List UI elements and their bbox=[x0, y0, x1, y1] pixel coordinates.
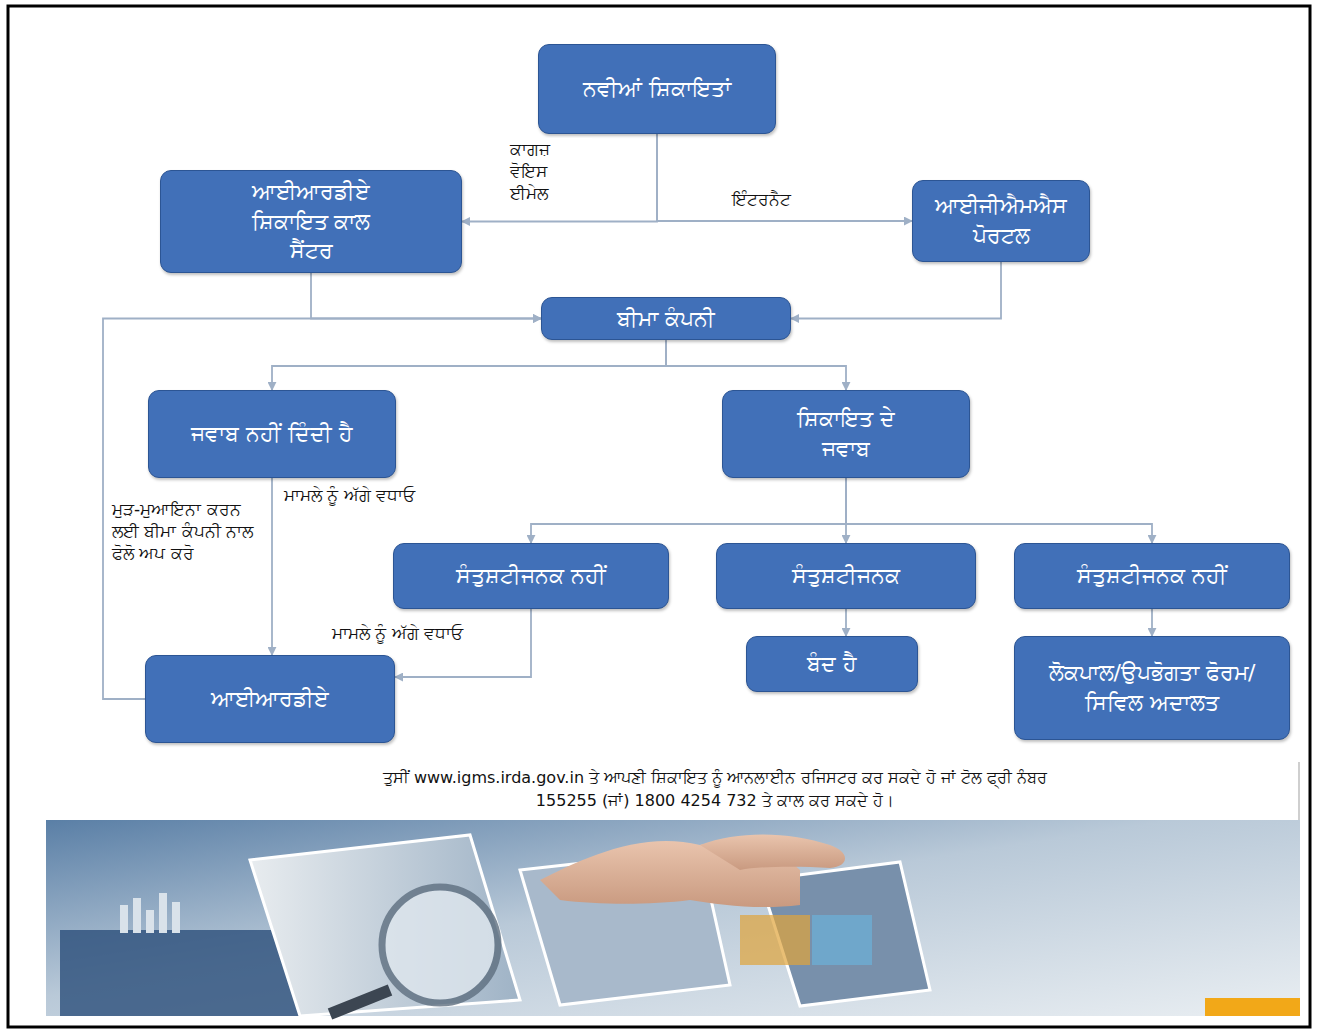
edge-label: ਮਾਮਲੇ ਨੂੰ ਅੱਗੇ ਵਧਾਓ bbox=[330, 622, 465, 644]
flow-connector bbox=[791, 262, 1001, 319]
box-text: ਲੋਕਪਾਲ/ਉਪਭੋਗਤਾ ਫੋਰਮ/ਸਿਵਿਲ ਅਦਾਲਤ bbox=[1027, 658, 1277, 717]
magnifier bbox=[382, 887, 498, 1003]
box-text: ਸੰਤੁਸ਼ਟੀਜਨਕ ਨਹੀਂ bbox=[456, 561, 606, 591]
finger bbox=[700, 834, 845, 870]
rule-line bbox=[1298, 762, 1300, 820]
process-box: ਜਵਾਬ ਨਹੀਂ ਦਿੰਦੀ ਹੈ bbox=[148, 390, 396, 478]
bar-chart bbox=[120, 893, 180, 933]
flow-connector bbox=[666, 340, 846, 390]
box-text: ਸ਼ਿਕਾਇਤ ਦੇ ਜਵਾਬ bbox=[771, 404, 921, 463]
photo-ground bbox=[46, 820, 1300, 1016]
box-text: ਨਵੀਆਂ ਸ਼ਿਕਾਇਤਾਂ bbox=[583, 74, 731, 104]
process-box: ਸੰਤੁਸ਼ਟੀਜਨਕ ਨਹੀਂ bbox=[1014, 543, 1290, 609]
edge-label: ਕਾਗਜ਼ ਵੋਇਸ ਈਮੇਲ bbox=[508, 138, 592, 204]
process-box: ਬੰਦ ਹੈ bbox=[746, 636, 918, 692]
box-text: ਆਈਆਰਡੀਏ ਸ਼ਿਕਾਇਤ ਕਾਲ ਸੈਂਟਰ bbox=[231, 177, 391, 266]
box-text: ਸੰਤੁਸ਼ਟੀਜਨਕ bbox=[792, 561, 900, 591]
box-text: ਬੀਮਾ ਕੰਪਨੀ bbox=[617, 304, 715, 334]
edge-label: ਮਾਮਲੇ ਨੂੰ ਅੱਗੇ ਵਧਾਓ bbox=[282, 484, 417, 506]
photo-chip bbox=[812, 915, 872, 965]
process-box: ਨਵੀਆਂ ਸ਼ਿਕਾਇਤਾਂ bbox=[538, 44, 776, 134]
flow-connector bbox=[846, 478, 1152, 543]
flow-connector bbox=[272, 340, 666, 390]
flow-connector bbox=[845, 609, 847, 636]
flow-connector bbox=[311, 273, 541, 318]
flow-connector bbox=[531, 478, 846, 543]
edge-label: ਮੁੜ-ਮੁਆਇਨਾ ਕਰਨ ਲਈ ਬੀਮਾ ਕੰਪਨੀ ਨਾਲ ਫੋਲੋ ਅਪ… bbox=[110, 498, 264, 564]
page-frame bbox=[8, 6, 1310, 1027]
flow-connector bbox=[103, 319, 541, 700]
photo-banner bbox=[46, 820, 1300, 1016]
process-box: ਆਈਆਰਡੀਏ ਸ਼ਿਕਾਇਤ ਕਾਲ ਸੈਂਟਰ bbox=[160, 170, 462, 273]
accent-bar bbox=[1205, 998, 1300, 1016]
process-box: ਸੰਤੁਸ਼ਟੀਜਨਕ ਨਹੀਂ bbox=[393, 543, 669, 609]
box-text: ਆਈਆਰਡੀਏ bbox=[211, 684, 329, 714]
flow-connector bbox=[271, 478, 273, 655]
process-box: ਲੋਕਪਾਲ/ਉਪਭੋਗਤਾ ਫੋਰਮ/ਸਿਵਿਲ ਅਦਾਲਤ bbox=[1014, 636, 1290, 740]
flow-connector bbox=[1151, 609, 1153, 636]
box-text: ਸੰਤੁਸ਼ਟੀਜਨਕ ਨਹੀਂ bbox=[1077, 561, 1227, 591]
box-text: ਬੰਦ ਹੈ bbox=[807, 649, 857, 679]
process-box: ਆਈਜੀਐਮਐਸ ਪੋਰਟਲ bbox=[912, 180, 1090, 262]
process-box: ਬੀਮਾ ਕੰਪਨੀ bbox=[541, 297, 791, 341]
flow-connector bbox=[657, 134, 912, 221]
photo-chip bbox=[740, 915, 810, 965]
process-box: ਸ਼ਿਕਾਇਤ ਦੇ ਜਵਾਬ bbox=[722, 390, 970, 478]
box-text: ਜਵਾਬ ਨਹੀਂ ਦਿੰਦੀ ਹੈ bbox=[191, 419, 353, 449]
process-box: ਆਈਆਰਡੀਏ bbox=[145, 655, 395, 743]
photo-card bbox=[250, 835, 520, 1016]
process-box: ਸੰਤੁਸ਼ਟੀਜਨਕ bbox=[716, 543, 976, 609]
edge-label: ਇੰਟਰਨੈਟ bbox=[730, 188, 793, 210]
flow-connector bbox=[462, 134, 657, 222]
footer-note: ਤੁਸੀਂ www.igms.irda.gov.in ਤੇ ਆਪਣੀ ਸ਼ਿਕਾ… bbox=[360, 766, 1070, 812]
magnifier-handle bbox=[330, 990, 390, 1014]
box-text: ਆਈਜੀਐਮਐਸ ਪੋਰਟਲ bbox=[926, 191, 1076, 250]
